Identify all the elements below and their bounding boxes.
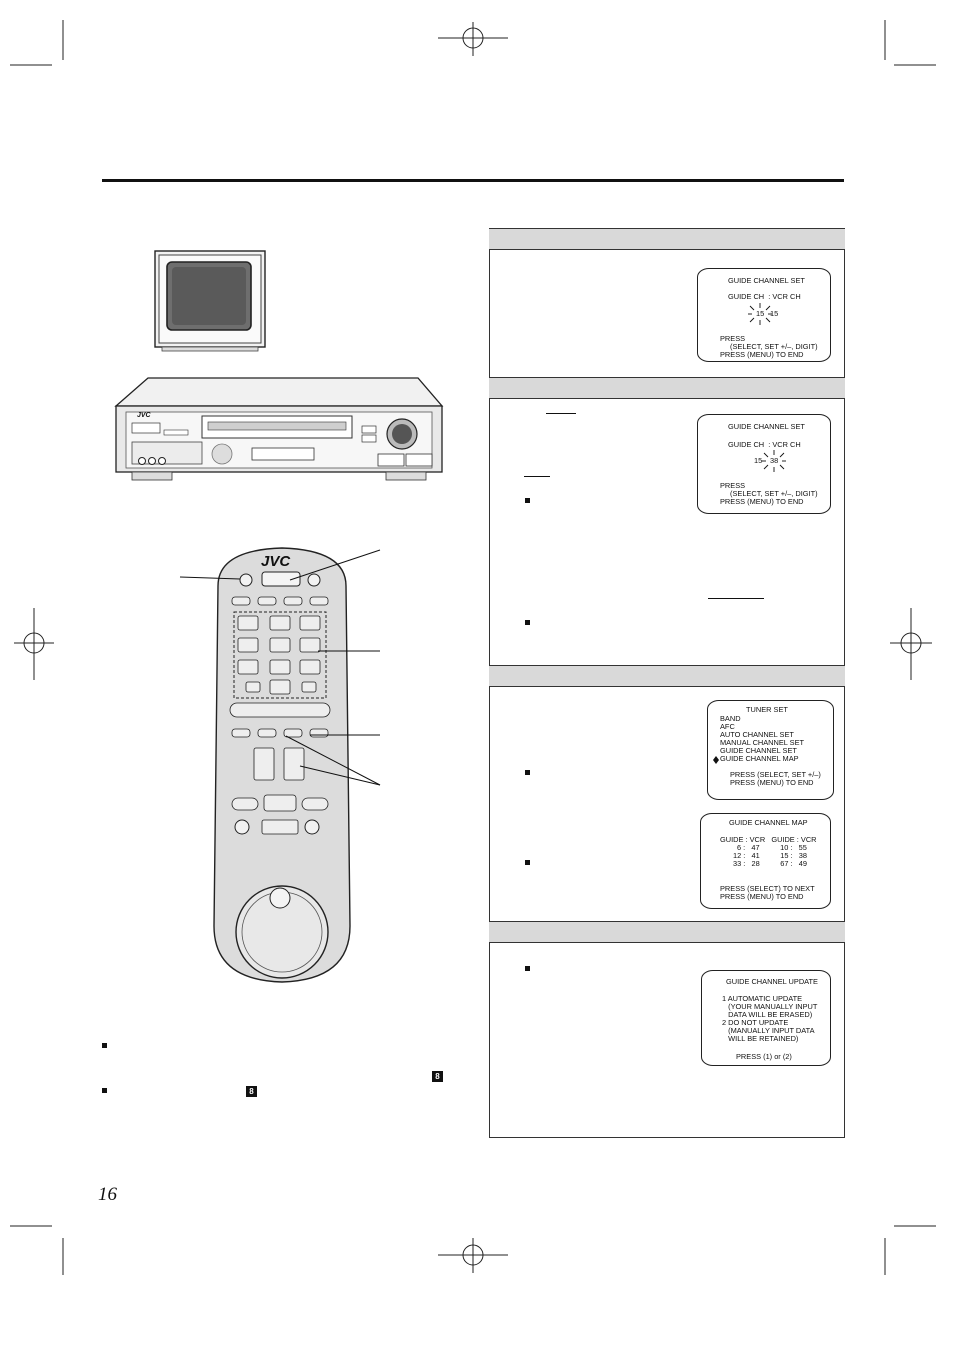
bullet-mark: [525, 620, 530, 625]
osd-title: GUIDE CHANNEL SET: [728, 276, 805, 285]
osd-instruction: PRESS (SELECT, SET +/–): [730, 770, 821, 779]
osd-map-row: 6 : 47 10 : 55: [737, 843, 807, 852]
osd-guide-ch-value: 15: [756, 309, 765, 318]
bullet-mark: [525, 498, 530, 503]
bullet-mark: [525, 966, 530, 971]
osd-option-line: 1 AUTOMATIC UPDATE: [722, 994, 803, 1003]
page-reference-badge: 8: [246, 1086, 257, 1097]
osd-guide-channel-set-vcr: GUIDE CHANNEL SET GUIDE CH : VCR CH 15 3…: [697, 414, 831, 514]
osd-end: PRESS (MENU) TO END: [720, 892, 804, 901]
blink-icon: [762, 450, 786, 472]
osd-option-line: DATA WILL BE ERASED): [722, 1010, 813, 1019]
osd-map-row: 33 : 28 67 : 49: [733, 859, 807, 868]
section-band-2: [489, 377, 845, 399]
osd-guide-channel-map: GUIDE CHANNEL MAP GUIDE : VCR GUIDE : VC…: [700, 813, 831, 909]
osd-end: PRESS (MENU) TO END: [720, 497, 804, 506]
osd-header: GUIDE CH : VCR CH: [728, 440, 801, 449]
underline-mark: [546, 413, 576, 414]
osd-tuner-set: TUNER SET BAND AFC AUTO CHANNEL SET MANU…: [707, 700, 834, 800]
page-reference-badge: 8: [432, 1071, 443, 1082]
section-band-4: [489, 921, 845, 943]
osd-option-line: (YOUR MANUALLY INPUT: [722, 1002, 818, 1011]
osd-next: PRESS (SELECT) TO NEXT: [720, 884, 815, 893]
osd-press: PRESS (1) or (2): [736, 1052, 792, 1061]
osd-vcr-ch-value: 38: [770, 456, 779, 465]
osd-instruction: (SELECT, SET +/–, DIGIT): [730, 489, 818, 498]
osd-menu-item: BAND: [720, 714, 741, 723]
osd-guide-channel-set: GUIDE CHANNEL SET GUIDE CH : VCR CH 15 1…: [697, 268, 831, 362]
osd-instruction: (SELECT, SET +/–, DIGIT): [730, 342, 818, 351]
osd-vcr-ch-value: 15: [770, 309, 779, 318]
remote-brand-logo: JVC: [261, 553, 291, 570]
osd-map-header: GUIDE : VCR GUIDE : VCR: [720, 835, 817, 844]
osd-menu-item: GUIDE CHANNEL SET: [720, 746, 797, 755]
blink-icon: [748, 303, 772, 325]
osd-menu-item: AFC: [720, 722, 735, 731]
selection-arrow-icon: [713, 756, 719, 764]
page-number: 16: [98, 1184, 117, 1205]
osd-title: GUIDE CHANNEL UPDATE: [726, 977, 818, 986]
bullet-mark: [525, 770, 530, 775]
osd-option-line: 2 DO NOT UPDATE: [722, 1018, 789, 1027]
vcr-brand-logo: JVC: [137, 412, 151, 419]
osd-press: PRESS: [720, 481, 746, 490]
osd-option-line: (MANUALLY INPUT DATA: [722, 1026, 815, 1035]
bullet-mark: [525, 860, 530, 865]
osd-menu-item: MANUAL CHANNEL SET: [720, 738, 805, 747]
bullet-mark: [102, 1088, 107, 1093]
osd-title: GUIDE CHANNEL MAP: [729, 818, 808, 827]
underline-mark: [524, 476, 550, 477]
osd-option-line: WILL BE RETAINED): [722, 1034, 799, 1043]
underline-mark: [708, 598, 764, 599]
osd-guide-ch-value: 15: [754, 456, 763, 465]
osd-end: PRESS (MENU) TO END: [720, 350, 804, 359]
osd-guide-channel-update: GUIDE CHANNEL UPDATE 1 AUTOMATIC UPDATE …: [701, 970, 831, 1066]
osd-map-row: 12 : 41 15 : 38: [733, 851, 807, 860]
osd-press: PRESS: [720, 334, 746, 343]
vcr-illustration: JVC: [112, 376, 446, 488]
header-rule: [102, 179, 844, 182]
osd-title: TUNER SET: [746, 705, 788, 714]
osd-end: PRESS (MENU) TO END: [730, 778, 814, 787]
remote-illustration: JVC: [212, 546, 352, 986]
osd-header: GUIDE CH : VCR CH: [728, 292, 801, 301]
osd-menu-item: AUTO CHANNEL SET: [720, 730, 794, 739]
section-band-1: [489, 228, 845, 250]
osd-title: GUIDE CHANNEL SET: [728, 422, 805, 431]
bullet-mark: [102, 1043, 107, 1048]
osd-menu-item-selected: GUIDE CHANNEL MAP: [720, 754, 799, 763]
section-band-3: [489, 665, 845, 687]
tv-illustration: [154, 250, 266, 352]
